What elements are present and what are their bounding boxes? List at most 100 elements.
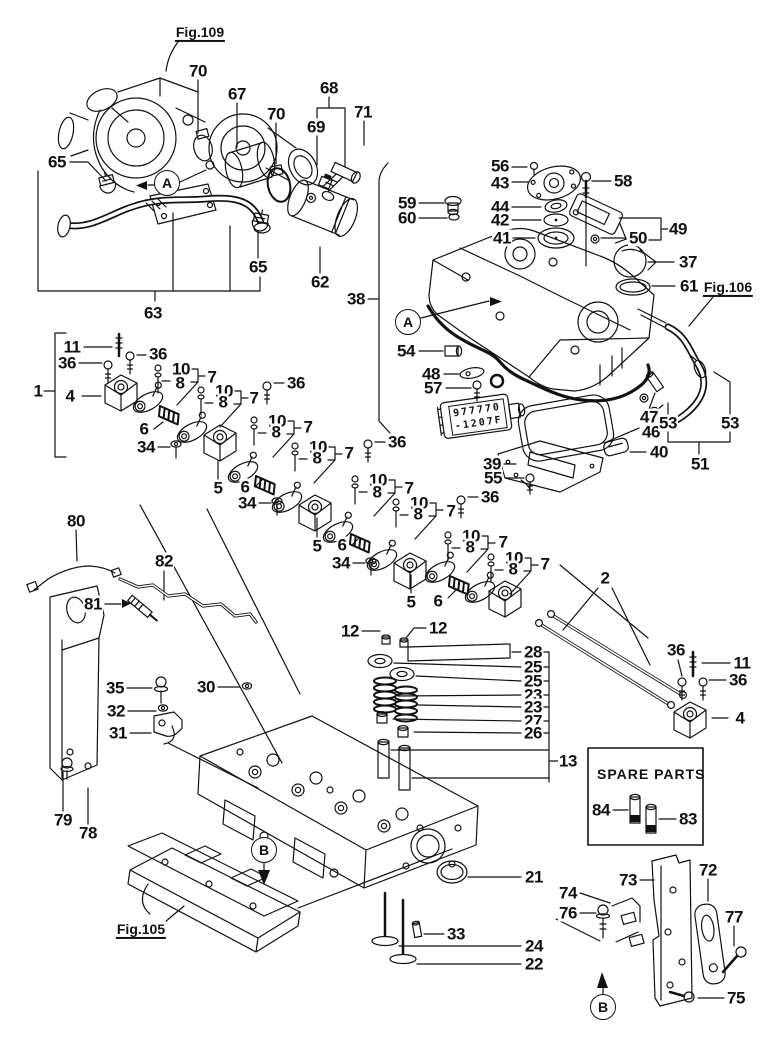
figure-ref-fig-105: Fig.105 — [115, 920, 167, 940]
part-label-10: 10 — [171, 359, 191, 379]
part-label-24: 24 — [524, 936, 544, 956]
part-label-53: 53 — [658, 413, 678, 433]
part-label-6: 6 — [239, 477, 251, 497]
part-label-36: 36 — [666, 640, 686, 660]
part-label-21: 21 — [524, 867, 544, 887]
part-label-59: 59 — [397, 193, 417, 213]
part-label-6: 6 — [336, 535, 348, 555]
left-side-art — [26, 529, 270, 885]
part-label-46: 46 — [641, 422, 661, 442]
part-label-65: 65 — [248, 257, 268, 277]
part-label-7: 7 — [539, 554, 551, 574]
part-label-79: 79 — [53, 810, 73, 830]
figure-ref-fig-109: Fig.109 — [174, 23, 226, 43]
part-label-32: 32 — [106, 701, 126, 721]
gasket-46-art — [497, 394, 629, 495]
part-label-13: 13 — [558, 751, 578, 771]
part-label-36: 36 — [728, 670, 748, 690]
part-label-36: 36 — [387, 432, 407, 452]
part-label-56: 56 — [490, 156, 510, 176]
part-label-50: 50 — [628, 228, 648, 248]
part-label-25: 25 — [523, 657, 543, 677]
part-label-33: 33 — [446, 924, 466, 944]
part-label-81: 81 — [83, 594, 103, 614]
spare-parts-title: SPARE PARTS — [597, 766, 706, 782]
part-label-1: 1 — [32, 381, 44, 401]
figure-ref-fig-106: Fig.106 — [702, 278, 754, 298]
part-label-76: 76 — [558, 903, 578, 923]
part-label-54: 54 — [396, 341, 416, 361]
part-label-37: 37 — [678, 252, 698, 272]
part-label-51: 51 — [690, 454, 710, 474]
part-label-72: 72 — [698, 860, 718, 880]
part-label-80: 80 — [66, 511, 86, 531]
part-label-8: 8 — [412, 504, 424, 524]
part-label-69: 69 — [306, 117, 326, 137]
leaders-cover — [418, 166, 731, 498]
part-label-65: 65 — [47, 152, 67, 172]
part-label-40: 40 — [649, 442, 669, 462]
push-rods-art — [534, 564, 731, 719]
part-label-41: 41 — [492, 228, 512, 248]
part-label-7: 7 — [497, 532, 509, 552]
part-label-62: 62 — [310, 272, 330, 292]
part-label-82: 82 — [154, 551, 174, 571]
part-label-7: 7 — [248, 388, 260, 408]
part-label-36: 36 — [57, 353, 77, 373]
part-label-7: 7 — [403, 478, 415, 498]
part-label-25: 25 — [523, 671, 543, 691]
part-label-23: 23 — [523, 697, 543, 717]
part-label-34: 34 — [331, 553, 351, 573]
part-label-11: 11 — [732, 653, 752, 673]
part-label-22: 22 — [524, 954, 544, 974]
part-label-75: 75 — [726, 988, 746, 1008]
part-label-48: 48 — [421, 364, 441, 384]
part-label-49: 49 — [668, 219, 688, 239]
part-label-31: 31 — [108, 723, 128, 743]
part-label-7: 7 — [302, 417, 314, 437]
part-label-83: 83 — [678, 809, 698, 829]
part-label-61: 61 — [679, 276, 699, 296]
part-label-77: 77 — [724, 907, 744, 927]
part-label-7: 7 — [343, 443, 355, 463]
part-label-8: 8 — [270, 422, 282, 442]
part-label-5: 5 — [212, 478, 224, 498]
cylinder-head-art — [197, 715, 522, 965]
leaders-top-left — [37, 41, 391, 434]
part-label-44: 44 — [490, 197, 510, 217]
part-label-47: 47 — [639, 407, 659, 427]
part-label-4: 4 — [734, 708, 746, 728]
part-label-73: 73 — [618, 870, 638, 890]
part-label-6: 6 — [138, 419, 150, 439]
part-label-53: 53 — [720, 413, 740, 433]
part-label-12: 12 — [340, 621, 360, 641]
part-label-2: 2 — [599, 568, 611, 588]
part-label-43: 43 — [490, 173, 510, 193]
part-label-8: 8 — [311, 448, 323, 468]
part-label-7: 7 — [445, 501, 457, 521]
valve-cover-art — [428, 227, 655, 392]
part-label-6: 6 — [432, 591, 444, 611]
part-label-68: 68 — [319, 78, 339, 98]
part-label-58: 58 — [613, 171, 633, 191]
part-label-70: 70 — [266, 104, 286, 124]
view-marker-a: A — [154, 170, 180, 196]
part-label-34: 34 — [136, 437, 156, 457]
part-label-71: 71 — [353, 102, 373, 122]
part-label-36: 36 — [148, 344, 168, 364]
valve-train-art — [361, 627, 559, 791]
cover-parts-art — [444, 161, 665, 403]
part-label-4: 4 — [64, 386, 76, 406]
part-label-8: 8 — [464, 537, 476, 557]
part-label-28: 28 — [523, 642, 543, 662]
sealant-tube-art — [436, 393, 526, 439]
part-label-42: 42 — [490, 210, 510, 230]
part-label-39: 39 — [482, 454, 502, 474]
rocker-clusters-art — [103, 332, 707, 739]
part-label-8: 8 — [507, 559, 519, 579]
part-label-11: 11 — [62, 337, 82, 357]
part-label-7: 7 — [206, 367, 218, 387]
bottom-right-art — [555, 747, 747, 1007]
view-marker-b: B — [251, 837, 277, 863]
